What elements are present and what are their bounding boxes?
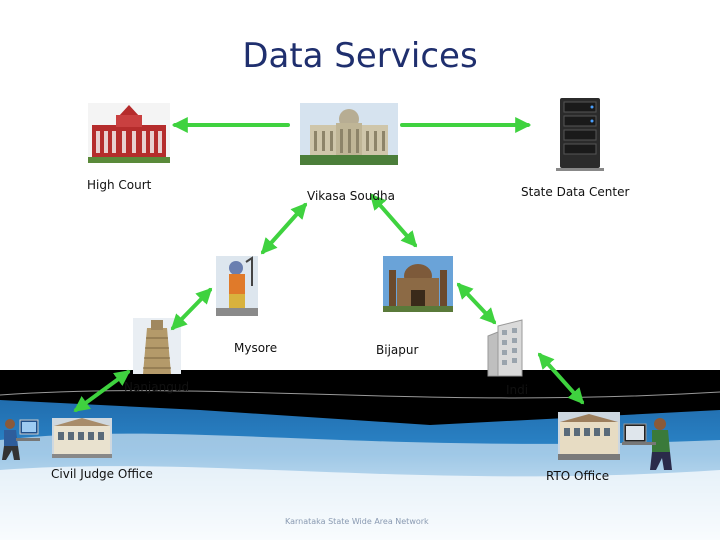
arrow-vikasa-bijapur — [369, 193, 418, 248]
footer-text: Karnataka State Wide Area Network — [285, 517, 429, 526]
rto-office-label: RTO Office — [546, 469, 610, 483]
arrow-indi-rto — [537, 352, 585, 405]
bijapur-label: Bijapur — [376, 343, 419, 357]
arrow-mysore-vikasa — [260, 202, 308, 255]
state-data-center-label: State Data Center — [521, 185, 630, 199]
high-court-building-icon — [88, 103, 170, 163]
high-court-label: High Court — [87, 178, 152, 192]
nanjangud-label: Nanjangud — [124, 380, 190, 394]
arrow-nanjangud-mysore — [170, 287, 213, 331]
server-icon — [556, 98, 604, 171]
indi-office-building-icon — [487, 319, 523, 377]
page-title: Data Services — [242, 36, 478, 76]
user-at-computer-icon-right — [622, 418, 672, 470]
civil-judge-office-building-icon — [52, 418, 112, 458]
indi-label: Indi — [506, 383, 529, 397]
arrow-civil-judge-nanjangud — [73, 370, 131, 412]
civil-judge-office-label: Civil Judge Office — [51, 467, 153, 481]
user-at-computer-icon-left — [2, 419, 40, 460]
bijapur-monument-icon — [383, 256, 453, 312]
vikasa-soudha-label: Vikasa Soudha — [307, 189, 395, 203]
rto-office-building-icon — [558, 412, 620, 460]
vikasa-soudha-building-icon — [300, 103, 398, 165]
mysore-label: Mysore — [234, 341, 278, 355]
arrow-bijapur-indi — [456, 282, 497, 325]
mysore-statue-icon — [216, 256, 258, 316]
